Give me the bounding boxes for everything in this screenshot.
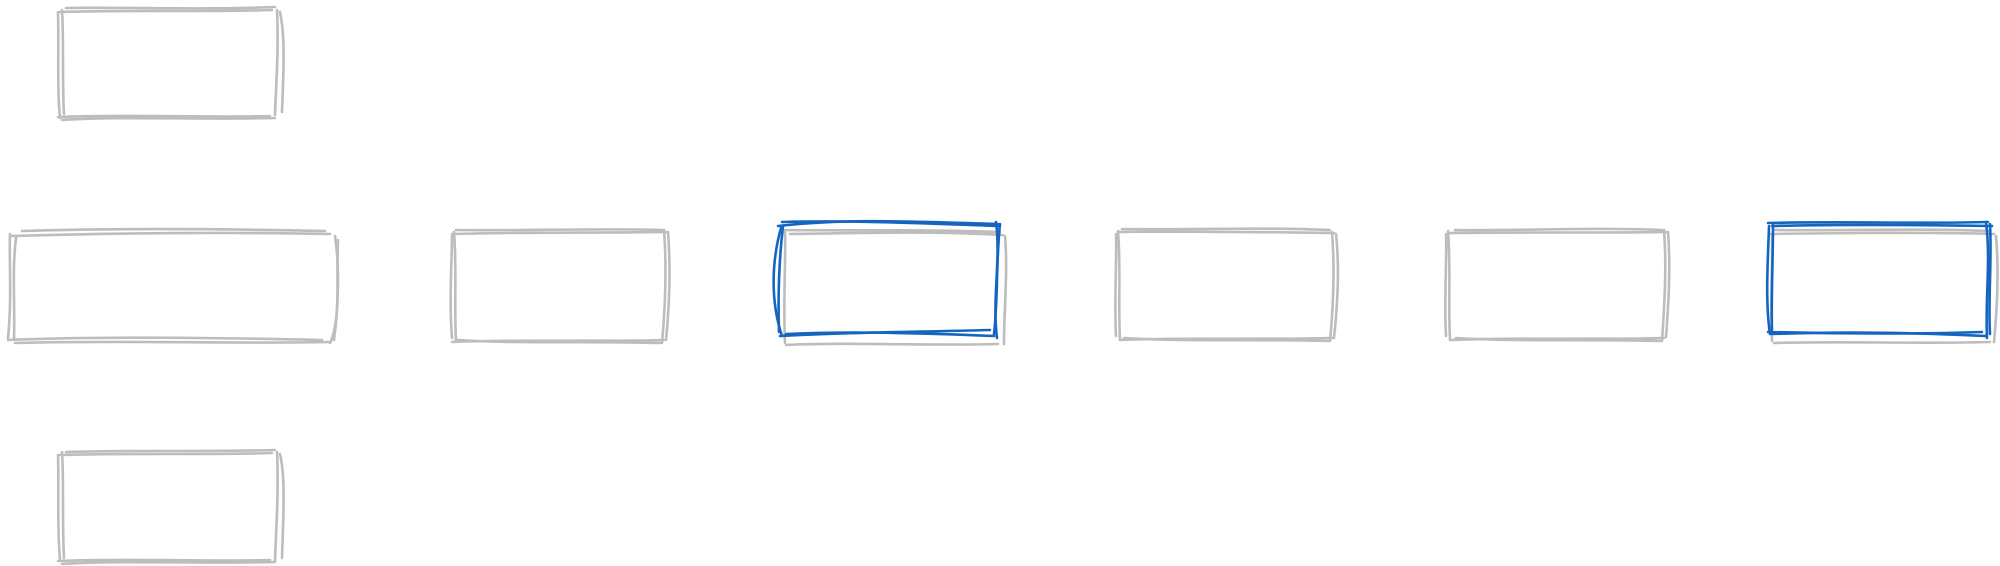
shape-row-1[interactable] xyxy=(6,227,340,345)
shape-bottom-left[interactable] xyxy=(56,448,285,566)
shape-row-4[interactable] xyxy=(1113,227,1340,343)
shape-row-3[interactable] xyxy=(772,219,1008,347)
shape-top-left[interactable] xyxy=(56,5,285,122)
shape-row-5[interactable] xyxy=(1443,227,1671,343)
shape-row-6[interactable] xyxy=(1765,220,1999,345)
shape-row-2[interactable] xyxy=(449,227,671,345)
